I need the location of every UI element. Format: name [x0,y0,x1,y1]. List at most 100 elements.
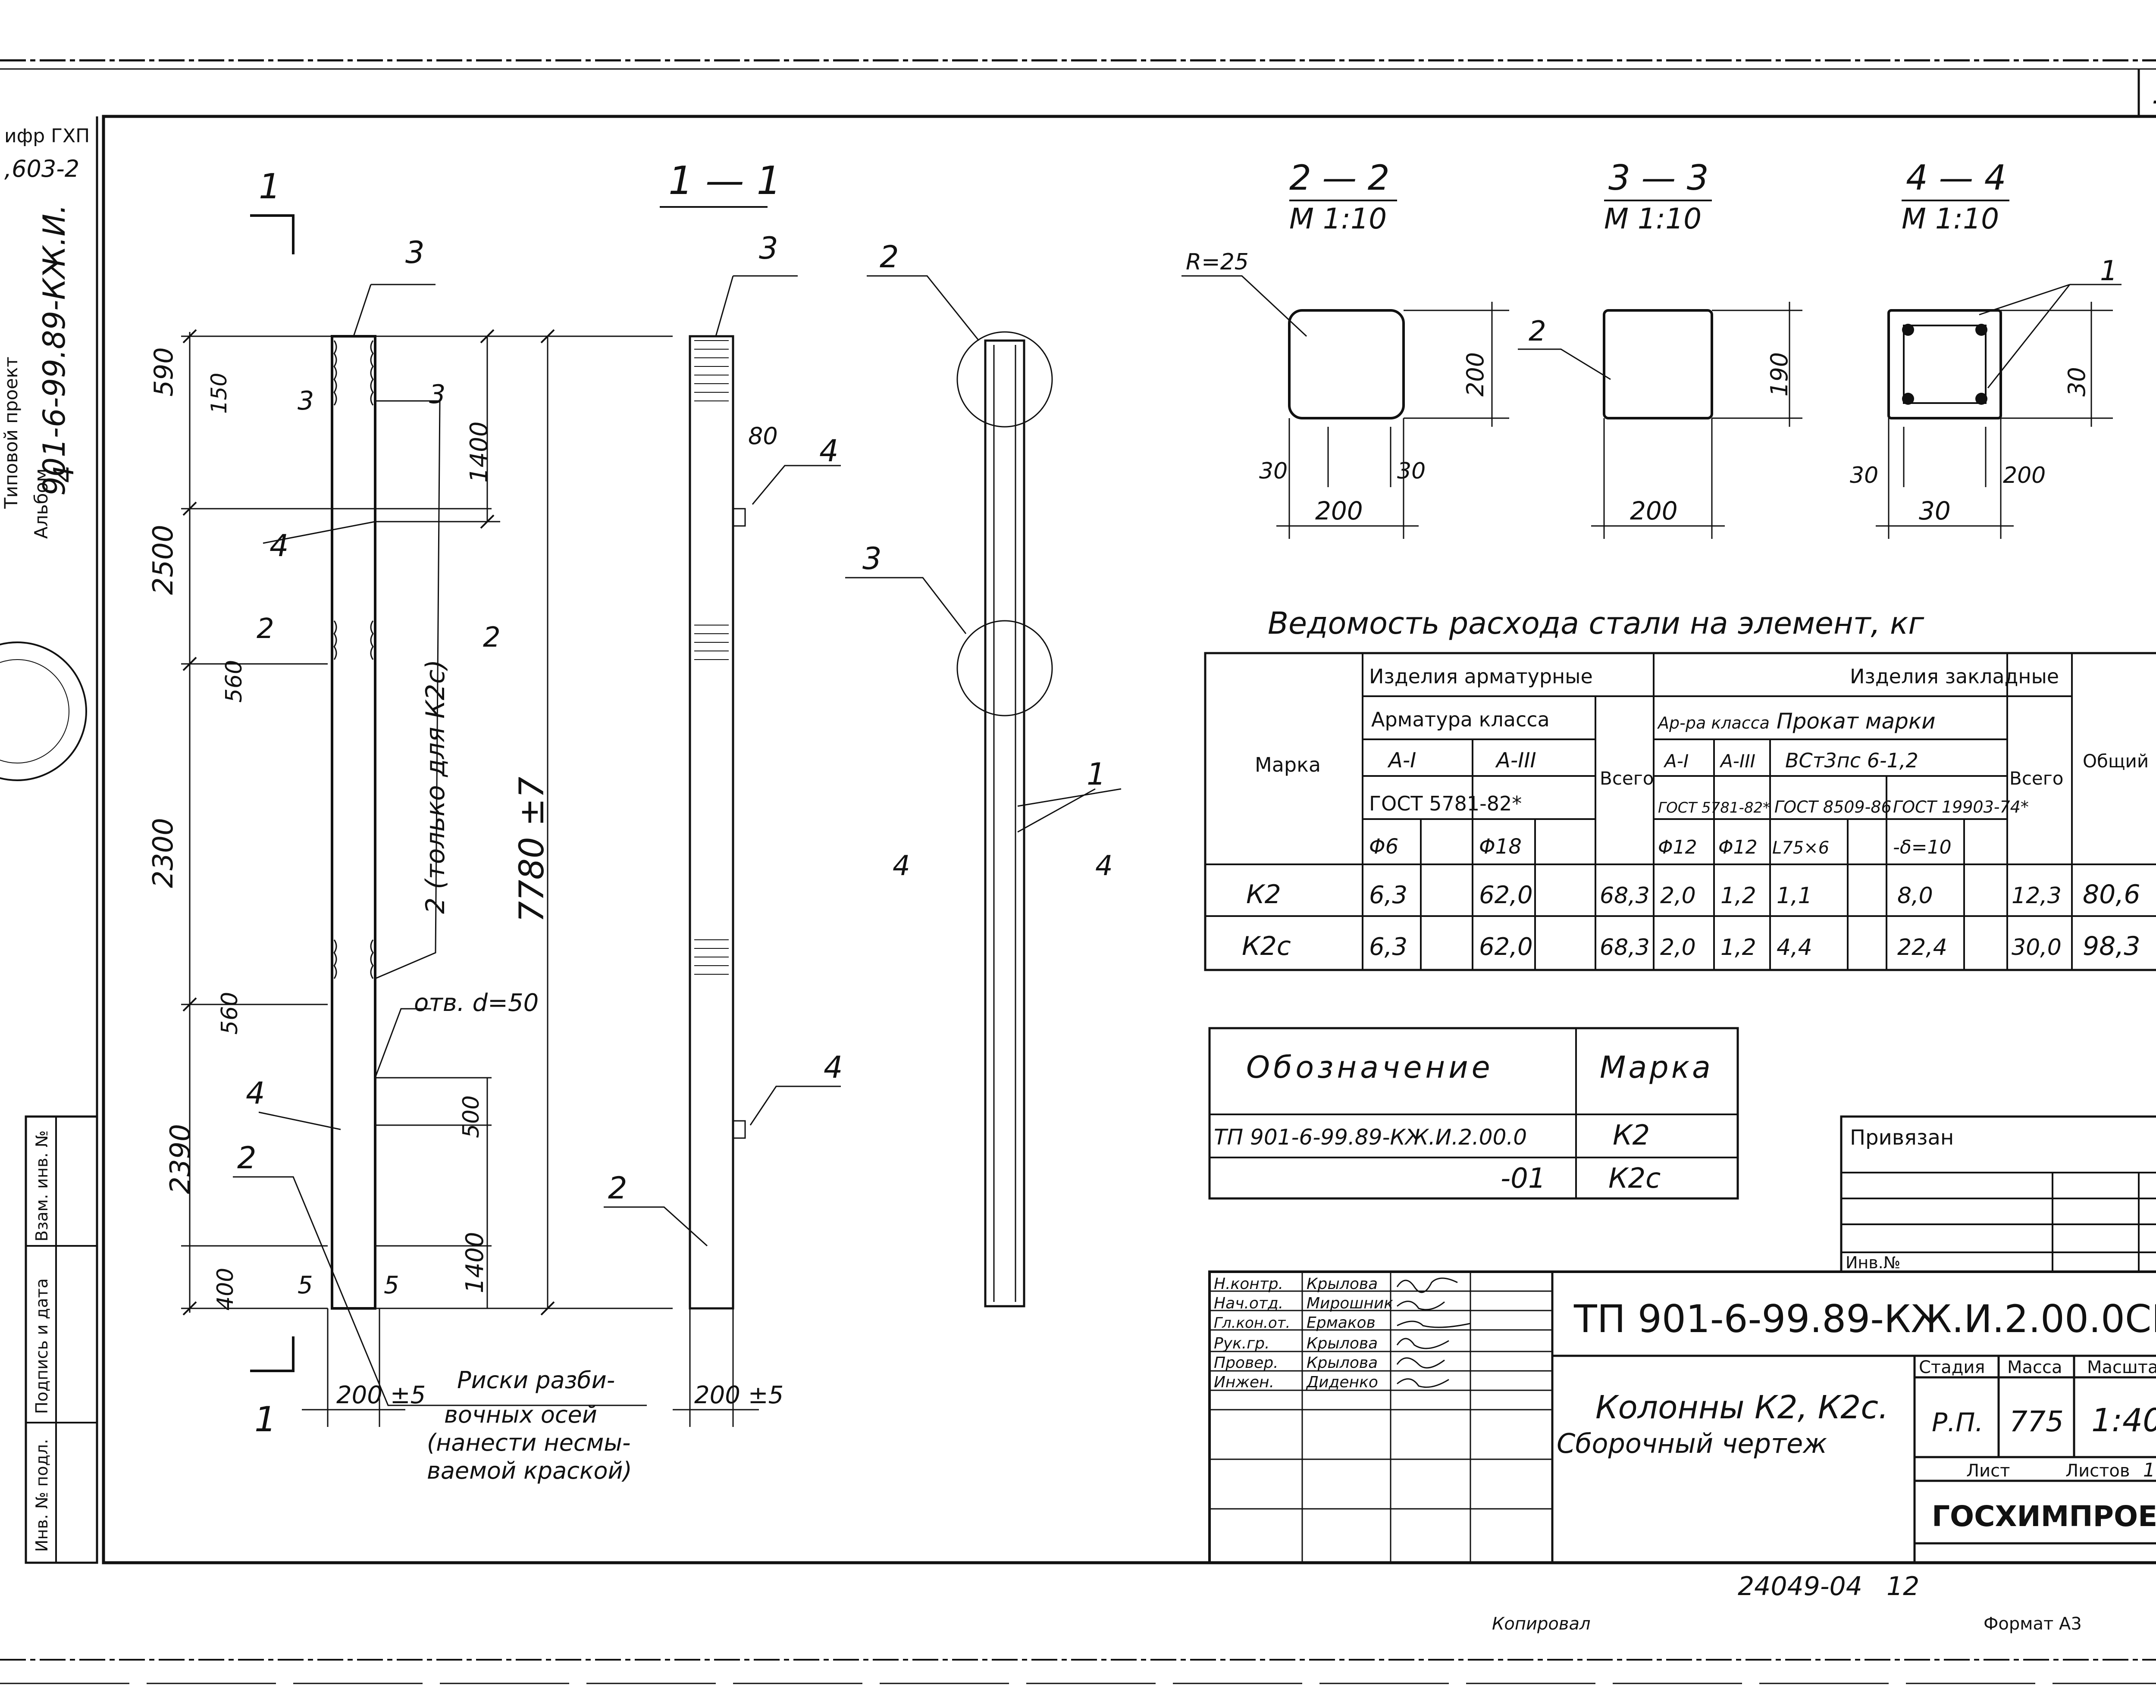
drawing-label: 4 [893,850,910,882]
drawing-label: 200 [2003,463,2046,488]
drawing-label: 7780 ±7 [513,777,552,923]
bottom-code: 24049-04 [1738,1571,1862,1602]
drawing-label: ГОСТ 5781-82* [1658,799,1770,816]
drawing-label: К2 [1613,1120,1650,1151]
org-name: ГОСХИМПРОЕКТ [1932,1500,2156,1533]
doc-code-vertical: 901-6-99.89-КЖ.И. [37,204,72,496]
drawing-label: Φ18 [1479,835,1522,859]
designation-table: Обозначение Марка ТП 901-6-99.89-КЖ.И.2.… [1208,1027,1739,1200]
drawing-label: Н.контр. [1214,1275,1283,1293]
drawing-label: Листов [2065,1461,2130,1481]
drawing-label: ГОСТ 19903-74* [1893,798,2029,816]
drawing-label: 30 [1919,496,1951,526]
drawing-label: 2390 [165,1124,197,1194]
drawing-label: 1:40 [2091,1402,2156,1439]
drawing-label: Лист [1966,1461,2010,1481]
title-block: Н.контр. Крылова Нач.отд. Мирошник Гл.ко… [1208,1270,2156,1564]
drawing-label: Мирошник [1307,1295,1393,1312]
axes-note-1: Риски разби- [457,1367,615,1394]
drawing-label: -01 [1501,1163,1546,1195]
drawing-label: ТП 901-6-99.89-КЖ.И.2.00.0 [1214,1125,1527,1150]
drawing-label: 6,3 [1369,933,1407,961]
drawing-label: Всего [2009,768,2064,789]
drawing-label: 3 [429,379,445,410]
hole-label: отв. d=50 [414,989,539,1017]
drawing-label: 200 [1315,496,1363,526]
drawing-label: Прокат марки [1777,709,1936,734]
drawing-label: 190 [1766,352,1793,397]
section-1-1-title: 1 — 1 [668,158,781,203]
drawing-label: Крылова [1307,1335,1378,1352]
drawing-label: 2 [483,622,501,654]
drawing-label: 1,2 [1720,935,1756,960]
drawing-label: 2,0 [1660,883,1696,909]
drawing-label: Крылова [1307,1275,1378,1293]
drawing-label: 400 [213,1268,238,1311]
cipher-label: ифр ГХП [4,125,90,147]
copied-label: Копировал [1492,1614,1591,1634]
drawing-label: А-III [1719,751,1755,772]
vzam-inv-label: Взам. инв. № [32,1130,51,1242]
drawing-label: 2 [1529,316,1546,347]
drawing-label: 1,2 [1720,883,1756,909]
drawing-label: 98,3 [2083,931,2140,961]
drawing-label: 22,4 [1897,935,1947,960]
drawing-label: Марка [1255,753,1321,776]
drawing-label: 4,4 [1777,935,1812,960]
drawing-label: 2 [257,613,274,645]
drawing-label: Ар-ра класса [1657,713,1770,732]
drawing-label: 30 [2063,367,2090,397]
drawing-label: А-III [1495,748,1536,773]
drawing-label: Диденко [1306,1373,1378,1391]
drawing-label: Изделия закладные [1850,665,2059,688]
drawing-label: 1400 [465,421,493,483]
drawing-label: 590 [149,347,179,397]
drawing-label: 30 [1850,463,1878,488]
drawing-label: -δ=10 [1893,836,1952,858]
drawing-label: ВСт3пс 6-1,2 [1785,749,1918,772]
axes-note-4: ваемой краской) [427,1457,632,1484]
inv-podl-label: Инв. № подл. [32,1439,51,1552]
drawing-label: 5 [384,1271,399,1299]
section-2-2-title: 2 — 2 [1289,158,1390,198]
drawing-label: Р.П. [1932,1408,1983,1438]
drawing-label: 560 [221,660,247,703]
drawing-label: 68,3 [1600,935,1650,960]
type-project-label: Типовой проект [0,357,22,509]
drawing-label: Общий расход [2083,751,2156,772]
album-number: 4 [48,465,80,483]
steel-table-title: Ведомость расхода стали на элемент, кг [1268,606,1924,641]
drawing-label: 4 [1095,850,1113,882]
podpis-label: Подпись и дата [32,1278,51,1414]
rebar-cage-view: 2 3 1 4 4 [845,239,1122,1308]
axes-note-3: (нанести несмы- [427,1429,630,1456]
drawing-label: А-I [1387,748,1416,773]
cross-sections: 2 — 2 М 1:10 3 — 3 М 1:10 4 — 4 М 1:10 R… [1181,158,2122,539]
drawing-label: 4 [819,433,839,469]
drawing-label: Обозначение [1246,1050,1494,1085]
drawing-label: Инжен. [1214,1373,1274,1391]
drawing-label: 200 [1630,496,1678,526]
section-2-2-scale: М 1:10 [1289,202,1387,235]
drawing-label: 1400 [461,1232,489,1293]
column-elevation: 1 1 200 ±5 590 150 2500 560 2300 560 239… [147,166,673,1484]
drawing-label: 30 [1259,458,1288,484]
drawing-label: 6,3 [1369,881,1407,909]
section-mark-1-bottom: 1 [254,1399,276,1439]
drawing-label: 2,0 [1660,935,1696,960]
drawing-label: 200 [1462,352,1489,397]
drawing-label: L75×6 [1772,838,1829,858]
drawing-label: Стадия [1919,1358,1985,1377]
r25-label: R=25 [1186,249,1249,275]
section-4-4-title: 4 — 4 [1906,158,2006,198]
drawing-label: ГОСТ 8509-86 [1774,798,1892,816]
steel-consumption-table: Ведомость расхода стали на элемент, кг М… [1204,606,2156,971]
title-name-line2: Сборочный чертеж [1557,1428,1827,1459]
dim-80: 80 [748,422,778,450]
section-1-1-view: 1 — 1 3 80 4 4 2 200 ±5 [604,158,843,1427]
section-3-3-scale: М 1:10 [1604,202,1702,235]
drawing-label: 2 [608,1170,627,1206]
drawing-label: 80,6 [2083,879,2140,910]
drawing-label: Крылова [1307,1354,1378,1372]
drawing-label: Масса [2007,1358,2062,1377]
